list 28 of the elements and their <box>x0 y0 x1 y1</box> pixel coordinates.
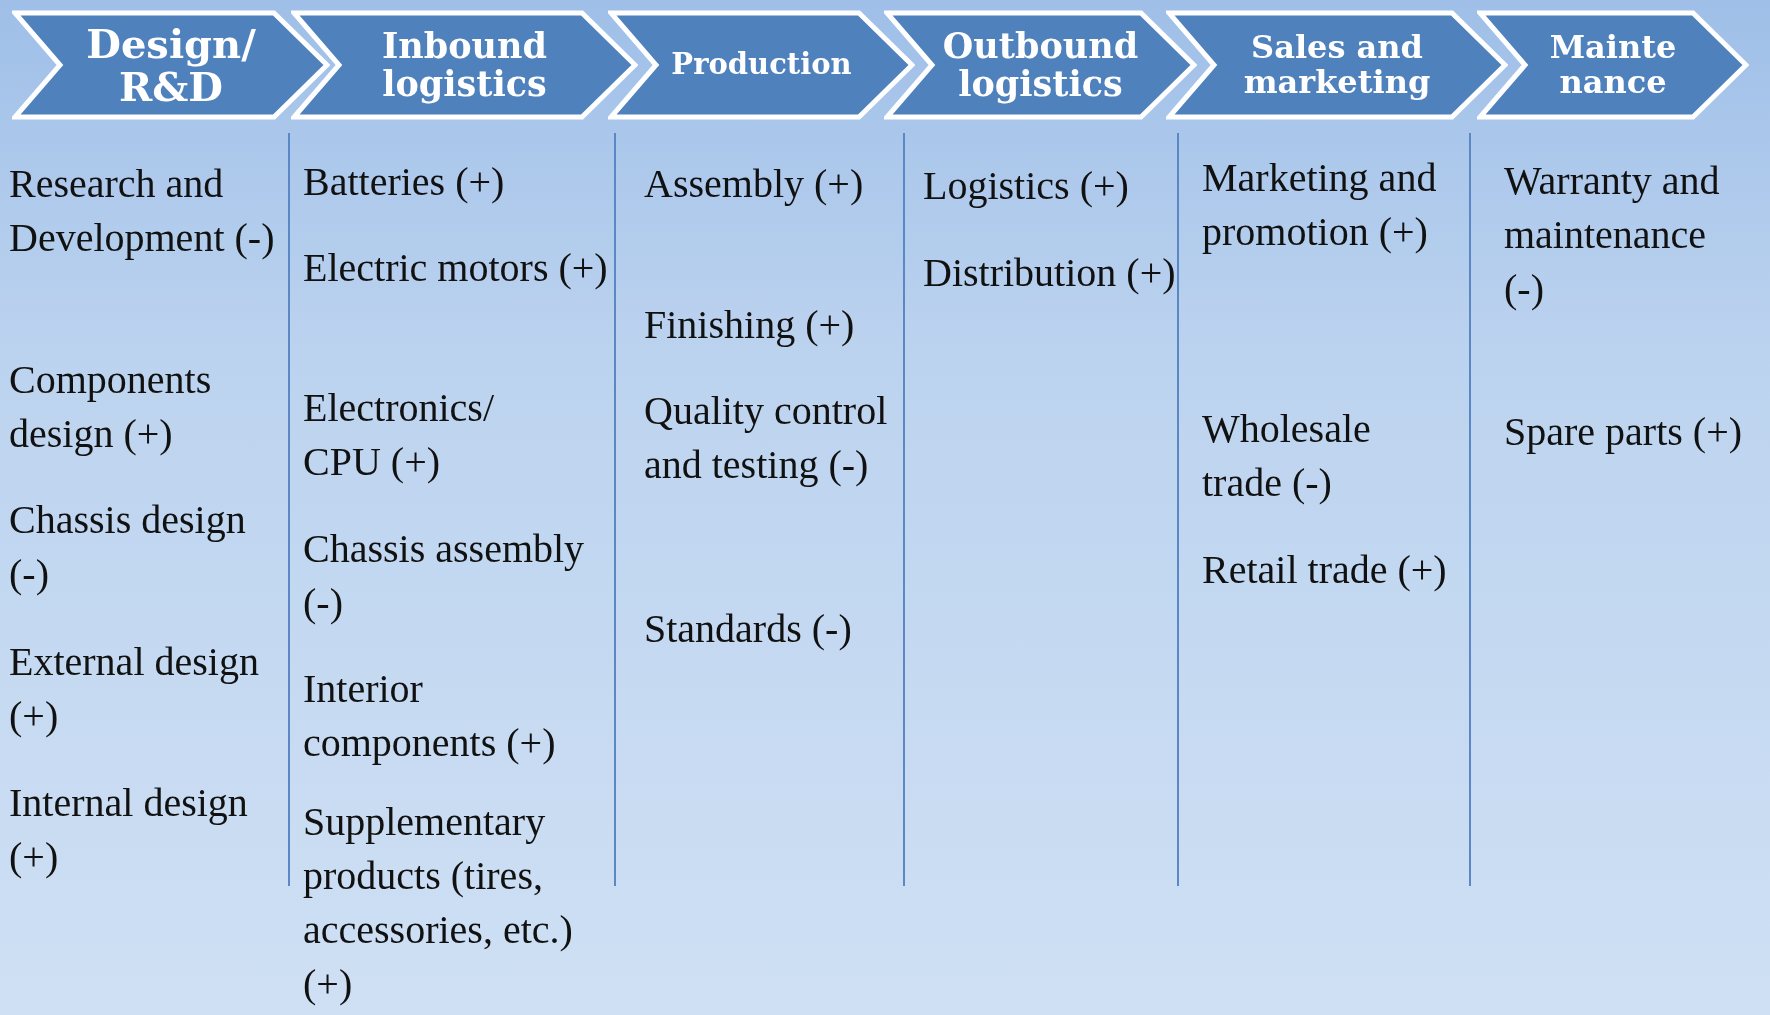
value-chain-item: Logistics (+) <box>923 162 1130 210</box>
value-chain-item: Chassis assembly (-) <box>303 525 586 627</box>
value-chain-item: Components design (+) <box>9 356 213 458</box>
stage-title: Inbound logistics <box>381 27 548 103</box>
stage-title: Outbound logistics <box>942 27 1139 103</box>
value-chain-item: Finishing (+) <box>644 301 856 349</box>
stage-title: Design/ R&D <box>85 21 257 109</box>
value-chain-item: Standards (-) <box>644 605 853 653</box>
stage-title: Mainte nance <box>1548 30 1678 100</box>
value-chain-item: Internal design (+) <box>9 779 249 881</box>
value-chain-item: Chassis design (-) <box>9 496 247 598</box>
value-chain-item: Electric motors (+) <box>303 244 609 292</box>
value-chain-item: Supplementary products (tires, accessories, etc.) (+) <box>303 798 574 1008</box>
stage-title: Production <box>671 49 852 81</box>
value-chain-item: Batteries (+) <box>303 158 506 206</box>
value-chain-item: Quality control and testing (-) <box>644 387 889 489</box>
value-chain-item: Spare parts (+) <box>1504 408 1744 456</box>
value-chain-item: External design (+) <box>9 638 260 740</box>
stage-title: Sales and marketing <box>1242 30 1432 100</box>
value-chain-item: Warranty and maintenance (-) <box>1504 157 1721 313</box>
value-chain-item: Assembly (+) <box>644 160 865 208</box>
value-chain-item: Distribution (+) <box>923 249 1177 297</box>
value-chain-item: Research and Development (-) <box>9 160 276 262</box>
value-chain-item: Interior components (+) <box>303 665 557 767</box>
value-chain-item: Marketing and promotion (+) <box>1202 154 1438 256</box>
value-chain-item: Electronics/ CPU (+) <box>303 384 496 486</box>
value-chain-item: Wholesale trade (-) <box>1202 405 1372 507</box>
value-chain-item: Retail trade (+) <box>1202 546 1448 594</box>
